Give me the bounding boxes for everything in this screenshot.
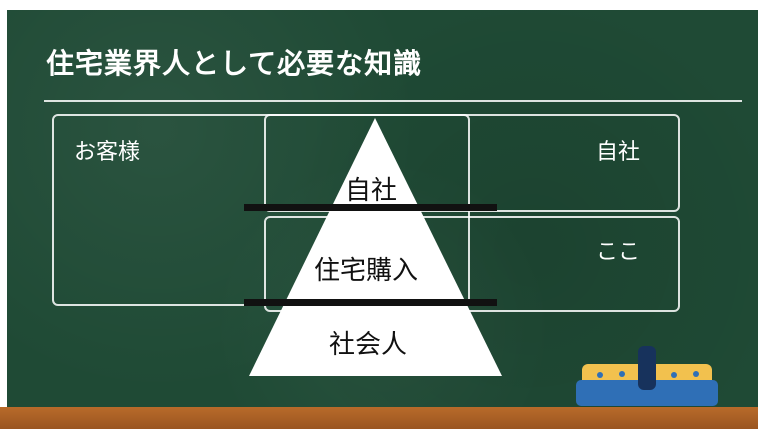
pyramid-bottom-label: 社会人 [329, 330, 408, 360]
left-box-label: お客様 [74, 140, 141, 165]
title-underline [44, 100, 742, 102]
pyramid-middle-label: 住宅購入 [314, 256, 419, 286]
top-frame [0, 0, 758, 10]
pyramid-top-label: 自社 [345, 176, 398, 206]
right-bottom-box [264, 216, 680, 312]
chalk-rail [0, 407, 758, 429]
right-bottom-label: ここ [596, 240, 641, 265]
right-top-label: 自社 [596, 140, 641, 165]
pyramid-divider-top [244, 204, 497, 211]
pyramid-shape [249, 118, 502, 376]
slide-title: 住宅業界人として必要な知識 [46, 47, 423, 80]
chalkboard-eraser-icon [576, 346, 718, 406]
pyramid-divider-bottom [244, 299, 497, 306]
